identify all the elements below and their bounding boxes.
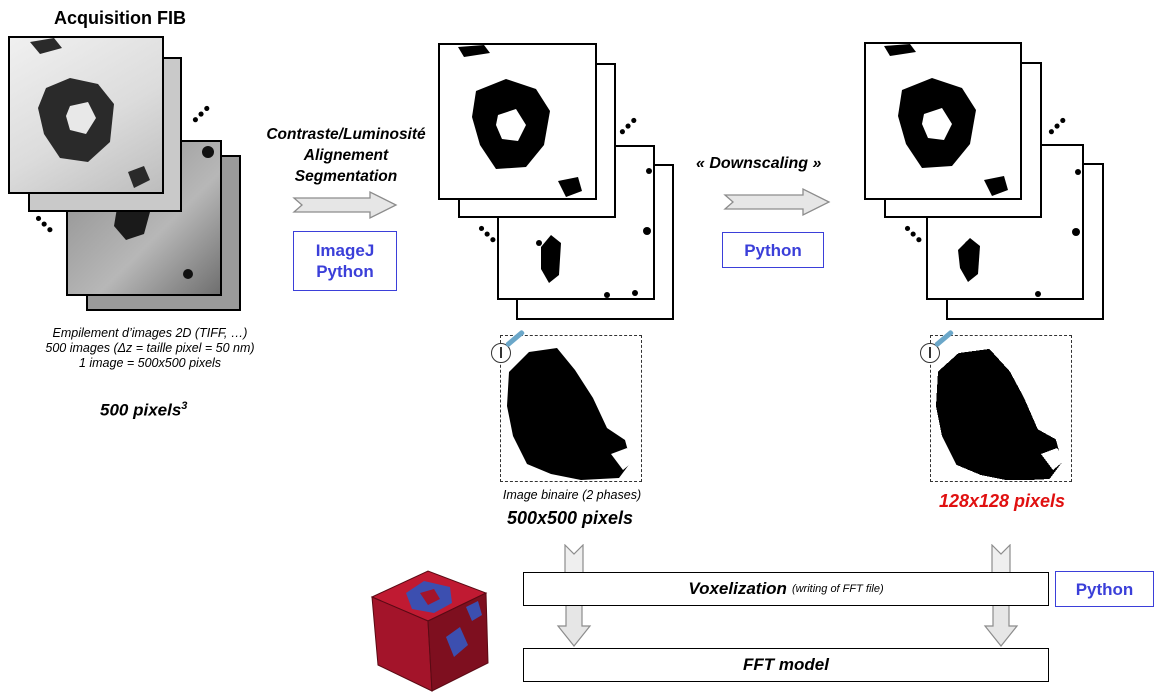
tool-python: Python <box>316 262 374 281</box>
stack-ellipsis: ••• <box>613 111 644 141</box>
binary-caption: Image binaire (2 phases) <box>502 488 642 502</box>
fft-model-box: FFT model <box>523 648 1049 682</box>
stack-ellipsis: ••• <box>1042 111 1073 141</box>
step2-arrow <box>723 187 831 217</box>
size-exponent: 3 <box>181 400 188 412</box>
caption-line: 1 image = 500x500 pixels <box>78 356 222 370</box>
down-arrow <box>564 544 584 575</box>
voxel-cube-render <box>370 570 489 692</box>
stack-ellipsis: ••• <box>898 219 929 249</box>
fib-slice <box>8 36 164 194</box>
operation-contrast: Contraste/Luminosité <box>266 126 426 143</box>
stack-ellipsis: ••• <box>29 209 60 239</box>
magnifier-icon <box>920 343 940 363</box>
voxelization-note: (writing of FFT file) <box>791 583 884 595</box>
size-base: 500 pixels <box>100 400 182 420</box>
down-arrow <box>556 604 592 647</box>
step2-tool-box: Python <box>722 232 824 268</box>
downscaled-zoom-view <box>930 335 1072 482</box>
voxelization-box: Voxelization (writing of FFT file) <box>523 572 1049 606</box>
binary-size: 500x500 pixels <box>506 508 634 528</box>
caption-line: Empilement d’images 2D (TIFF, …) <box>52 326 248 340</box>
tool-python: Python <box>1075 579 1134 599</box>
downscaled-size: 128x128 pixels <box>938 491 1066 511</box>
operation-segmentation: Segmentation <box>294 168 398 185</box>
acquisition-caption: Empilement d’images 2D (TIFF, …) 500 ima… <box>0 326 300 371</box>
binary-zoom-view <box>500 335 642 482</box>
caption-line: 500 images (Δz = taille pixel = 50 nm) <box>45 341 255 355</box>
voxelization-tool-box: Python <box>1055 571 1154 607</box>
binary-slice <box>438 43 597 200</box>
stack-ellipsis: ••• <box>472 219 503 249</box>
down-arrow <box>991 544 1011 575</box>
downscaling-label: « Downscaling » <box>696 155 822 172</box>
acquisition-size: 500 pixels3 <box>100 400 187 421</box>
tool-python: Python <box>744 240 802 260</box>
step1-arrow <box>292 190 398 220</box>
step1-tool-box: ImageJ Python <box>293 231 397 291</box>
magnifier-icon <box>491 343 511 363</box>
voxelization-label: Voxelization <box>688 579 787 598</box>
downscaled-slice <box>864 42 1022 200</box>
tool-imagej: ImageJ <box>315 241 375 260</box>
fft-model-label: FFT model <box>743 655 829 674</box>
down-arrow <box>983 604 1019 647</box>
step1-operations: Contraste/Luminosité Alignement Segmenta… <box>246 124 446 187</box>
stack-ellipsis: ••• <box>186 99 217 129</box>
operation-alignment: Alignement <box>303 147 389 164</box>
acquisition-title: Acquisition FIB <box>54 8 186 28</box>
